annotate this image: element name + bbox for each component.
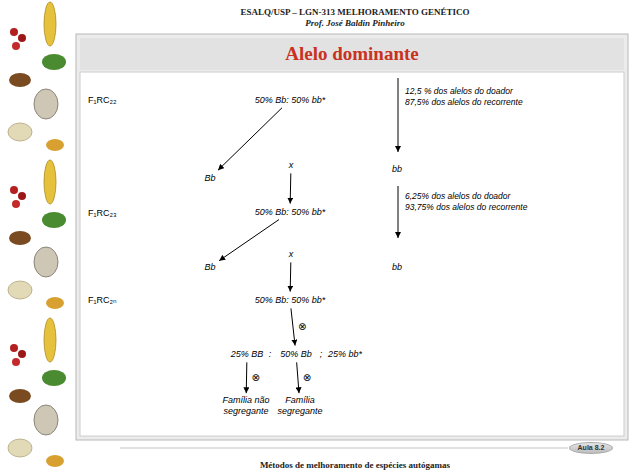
progress-arrow bbox=[398, 78, 399, 152]
node-text: 50% Bb: 50% bb* bbox=[255, 295, 326, 306]
edge-label: ⊗ bbox=[303, 372, 311, 383]
node-text: x bbox=[289, 160, 294, 171]
label-text: ; bbox=[320, 349, 323, 359]
selfing-symbol: ⊗ bbox=[302, 372, 312, 384]
node-text: 25% bb* bbox=[328, 349, 362, 360]
node-text: 50% Bb: 50% bb* bbox=[255, 95, 326, 106]
arrow-connector bbox=[297, 362, 299, 393]
generation-label: F₁RC₂₂ bbox=[88, 95, 117, 106]
allele-note: 93,75% dos alelos do recorrente bbox=[405, 202, 527, 212]
genotype: bb bbox=[390, 261, 404, 274]
arrow-connector bbox=[290, 173, 292, 203]
label-text: ESALQ/USP – LGN-313 MELHORAMENTO GENÉTIC… bbox=[241, 7, 470, 17]
node-text: Aula 8.2 bbox=[578, 444, 605, 452]
cross-sign: x bbox=[287, 248, 296, 261]
genotype-ratio: 50% Bb: 50% bb* bbox=[253, 94, 328, 107]
label-text: 6,25% dos alelos do doador bbox=[405, 191, 510, 201]
genotype-class: 25% BB bbox=[229, 348, 266, 361]
label-text: 87,5% dos alelos do recorrente bbox=[405, 97, 523, 107]
label-text: 12,5 % dos alelos do doador bbox=[405, 86, 513, 96]
node-text: Bb bbox=[204, 173, 215, 184]
label-text: bb bbox=[392, 262, 402, 272]
decor-column bbox=[8, 160, 66, 309]
node-text: x bbox=[289, 249, 294, 260]
generation-label: F₁RC₂ₙ bbox=[88, 295, 117, 306]
decor-column bbox=[8, 2, 66, 151]
label-text: Métodos de melhoramento de espécies autó… bbox=[260, 460, 450, 470]
arrow-connector bbox=[218, 108, 282, 170]
panel-frame bbox=[76, 34, 628, 440]
genotype-class: 25% bb* bbox=[326, 348, 364, 361]
ratio-separator: ; bbox=[318, 348, 325, 361]
node-text: 50% Bb: 50% bb* bbox=[255, 207, 326, 218]
allele-note: 87,5% dos alelos do recorrente bbox=[405, 97, 523, 107]
slide-title: Alelo dominante bbox=[285, 43, 419, 66]
label-text: : bbox=[269, 349, 272, 359]
label-text: Prof. José Baldin Pinheiro bbox=[305, 18, 405, 28]
genotype-class: 50% Bb bbox=[278, 348, 314, 361]
node-text: Família não segregante bbox=[220, 395, 272, 417]
label-text: 93,75% dos alelos do recorrente bbox=[405, 202, 527, 212]
arrow-connector bbox=[246, 362, 248, 393]
label-text: F₁RC₂ₙ bbox=[88, 295, 117, 305]
genotype: Bb bbox=[202, 172, 217, 185]
title-text: Alelo dominante bbox=[285, 43, 419, 64]
family-type: Família não segregante bbox=[220, 395, 272, 417]
node-text: 50% Bb bbox=[280, 349, 312, 360]
generation-label: F₁RC₂₃ bbox=[88, 208, 117, 219]
arrow-connector bbox=[290, 262, 292, 291]
footer-text: Métodos de melhoramento de espécies autó… bbox=[260, 460, 450, 471]
edge-label: ⊗ bbox=[298, 321, 306, 332]
label-text: F₁RC₂₃ bbox=[88, 208, 117, 218]
genotype: Bb bbox=[202, 261, 217, 274]
cross-sign: x bbox=[287, 159, 296, 172]
node-text: Bb bbox=[204, 262, 215, 273]
genotype-ratio: 50% Bb: 50% bb* bbox=[253, 206, 328, 219]
selfing-symbol: ⊗ bbox=[297, 321, 307, 333]
footer-rule bbox=[120, 448, 568, 449]
node-text: Família segregante bbox=[274, 395, 326, 417]
lesson-badge: Aula 8.2 bbox=[569, 442, 614, 454]
node-text: 25% BB bbox=[231, 349, 264, 360]
header-author: Prof. José Baldin Pinheiro bbox=[305, 18, 405, 29]
content-panel bbox=[80, 72, 624, 436]
header-line: ESALQ/USP – LGN-313 MELHORAMENTO GENÉTIC… bbox=[241, 7, 470, 18]
label-text: bb bbox=[392, 164, 402, 174]
decor-column bbox=[8, 318, 66, 467]
arrow-connector bbox=[291, 308, 295, 345]
genotype: bb bbox=[390, 163, 404, 176]
ratio-separator: : bbox=[267, 348, 274, 361]
progress-arrow bbox=[398, 186, 399, 238]
allele-note: 6,25% dos alelos do doador bbox=[405, 191, 510, 201]
family-type: Família segregante bbox=[274, 395, 326, 417]
title-band bbox=[80, 38, 624, 70]
label-text: F₁RC₂₂ bbox=[88, 95, 117, 105]
genotype-ratio: 50% Bb: 50% bb* bbox=[253, 294, 328, 307]
allele-note: 12,5 % dos alelos do doador bbox=[405, 86, 513, 96]
selfing-symbol: ⊗ bbox=[251, 372, 261, 384]
edge-label: ⊗ bbox=[252, 372, 260, 383]
arrow-connector bbox=[219, 220, 279, 261]
